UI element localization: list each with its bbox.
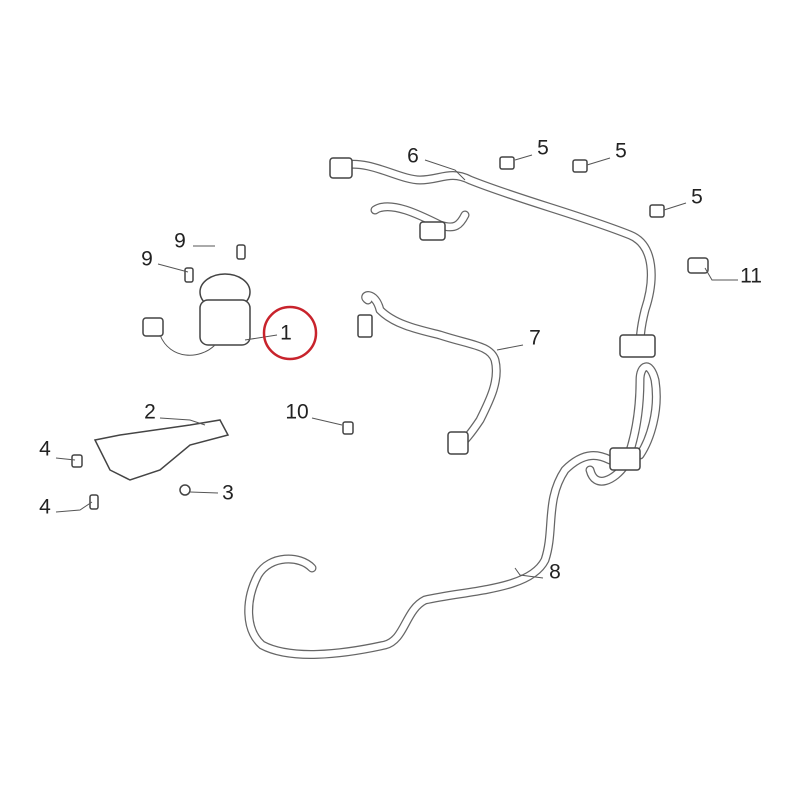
- callout-1[interactable]: 1: [280, 321, 292, 345]
- highlight-circle: [262, 305, 318, 361]
- vacuum-pump-part-1: [142, 273, 251, 356]
- small-parts: [71, 156, 709, 510]
- callout-9b[interactable]: 9: [141, 247, 153, 271]
- callout-7[interactable]: 7: [529, 326, 541, 350]
- callout-11[interactable]: 11: [740, 264, 762, 288]
- callout-4a[interactable]: 4: [39, 437, 51, 461]
- leader-lines: [55, 154, 738, 579]
- callout-9a[interactable]: 9: [174, 229, 186, 253]
- callout-4b[interactable]: 4: [39, 495, 51, 519]
- hose-6: [329, 157, 656, 358]
- callout-3[interactable]: 3: [222, 481, 234, 505]
- hose-7: [357, 291, 501, 455]
- callout-2[interactable]: 2: [144, 400, 156, 424]
- callout-10[interactable]: 10: [285, 400, 309, 424]
- bracket-part-2: [93, 419, 230, 481]
- callout-8[interactable]: 8: [549, 560, 561, 584]
- hose-8: [244, 362, 661, 659]
- callout-5a[interactable]: 5: [537, 136, 549, 160]
- callout-5c[interactable]: 5: [691, 185, 703, 209]
- callout-5b[interactable]: 5: [615, 139, 627, 163]
- callout-6[interactable]: 6: [407, 144, 419, 168]
